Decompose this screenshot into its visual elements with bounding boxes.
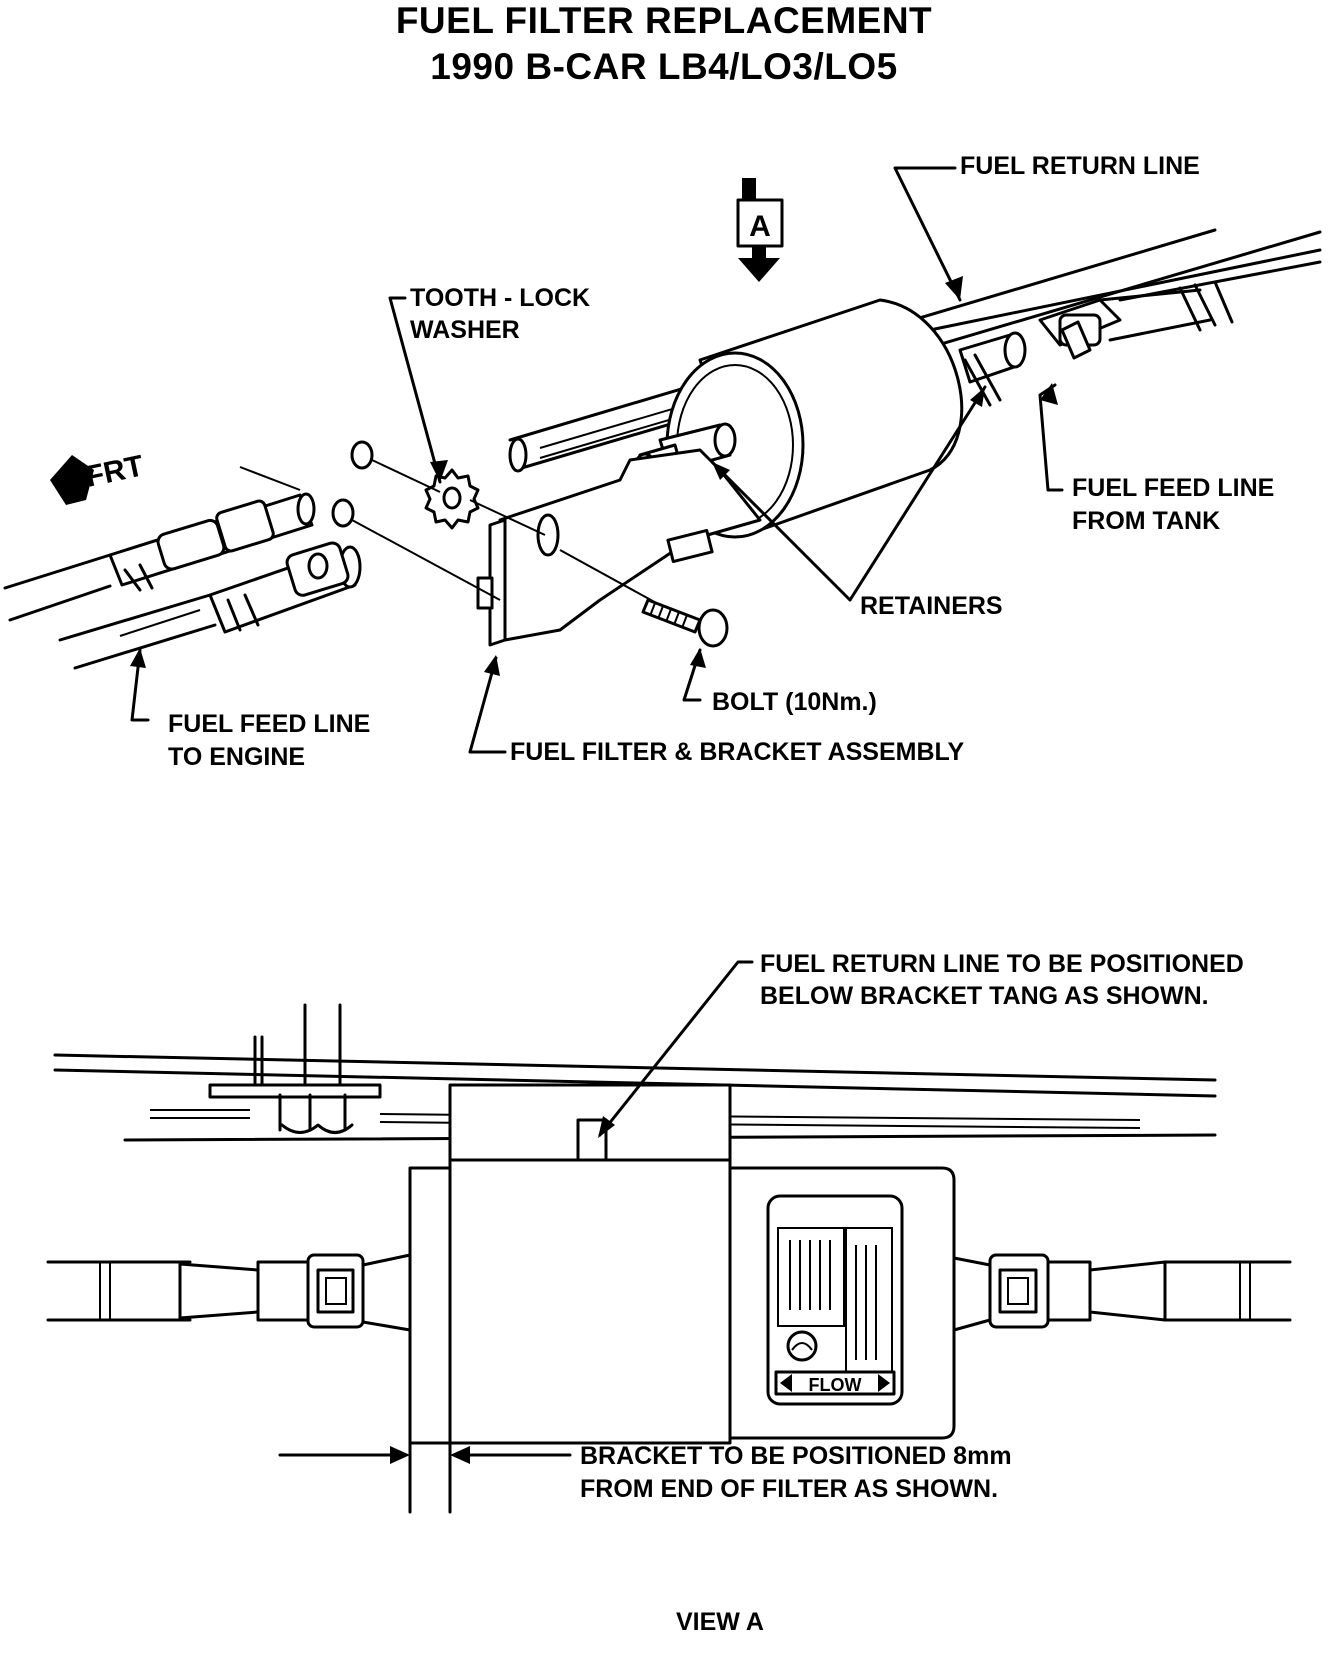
explode-lines [239,459,661,606]
label-bolt: BOLT (10Nm.) [712,688,877,716]
note-return-line-1: FUEL RETURN LINE TO BE POSITIONED [760,950,1244,978]
label-fuel-return-line: FUEL RETURN LINE [960,152,1200,180]
view-a-caption: VIEW A [676,1608,764,1636]
label-feed-from-tank-2: FROM TANK [1072,507,1221,535]
label-tooth-lock-washer-2: WASHER [410,316,520,344]
note-return-line-2: BELOW BRACKET TANG AS SHOWN. [760,982,1209,1010]
label-feed-to-engine-2: TO ENGINE [168,743,306,771]
title-line-1: FUEL FILTER REPLACEMENT [395,0,933,41]
svg-text:FRT: FRT [83,449,147,493]
label-tooth-lock-washer-1: TOOTH - LOCK [410,284,591,312]
note-bracket-2: FROM END OF FILTER AS SHOWN. [580,1475,999,1503]
svg-text:A: A [749,210,771,243]
title-line-2: 1990 B-CAR LB4/LO3/LO5 [430,46,898,87]
front-arrow-icon: FRT [50,449,147,505]
view-a-marker: A [736,178,784,282]
feed-line-from-tank [1038,280,1234,360]
note-bracket-1: BRACKET TO BE POSITIONED 8mm [580,1442,1012,1470]
leader-lines-top [130,166,1064,754]
label-feed-to-engine-1: FUEL FEED LINE [168,710,371,738]
label-filter-bracket-assembly: FUEL FILTER & BRACKET ASSEMBLY [510,738,965,766]
bolt [641,598,729,648]
label-feed-from-tank-1: FUEL FEED LINE [1072,474,1275,502]
feed-line-to-engine [3,492,362,670]
tooth-lock-washer [331,440,480,530]
view-a-drawing: FLOW [46,960,1292,1514]
label-retainers: RETAINERS [860,592,1003,620]
flow-label: FLOW [809,1375,862,1395]
